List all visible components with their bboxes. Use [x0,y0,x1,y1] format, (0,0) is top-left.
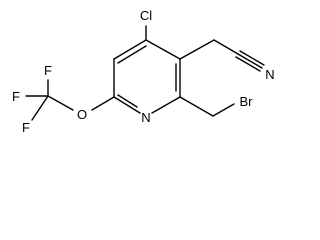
atom-br: Br [240,94,254,109]
atom-f-top: F [44,63,52,78]
bond-c5-c4 [113,39,147,60]
bond-c3-ch2 [179,39,215,60]
bond-ch2-br [212,103,235,117]
bond-c4-c3 [145,39,181,60]
pyridine-ring [113,39,181,114]
bond-n-c6-inner [117,94,138,108]
bond-c6-o [91,96,115,111]
bond-o-cf3 [47,95,74,111]
molecule-diagram: Cl N N Br O F F F [12,8,275,135]
atom-f-left: F [12,89,20,104]
atom-cl: Cl [140,8,152,23]
structure-canvas: Cl N N Br O F F F [12,8,275,135]
bond-c2-n [151,96,181,114]
atom-n-nitrile: N [265,67,274,82]
bond-c5-c4-inner [117,45,147,64]
atom-n-ring: N [141,110,150,125]
atom-f-bottom: F [22,120,30,135]
bond-ch2-cn [213,39,239,55]
bond-nitrile-triple-2 [239,50,265,66]
bond-c2-ch2 [179,96,214,117]
bond-nitrile-triple-1 [237,53,263,69]
atom-o: O [77,107,87,122]
bond-c-f-bottom [31,95,49,121]
bond-n-c6 [113,96,141,114]
bond-nitrile-triple-3 [235,56,261,72]
